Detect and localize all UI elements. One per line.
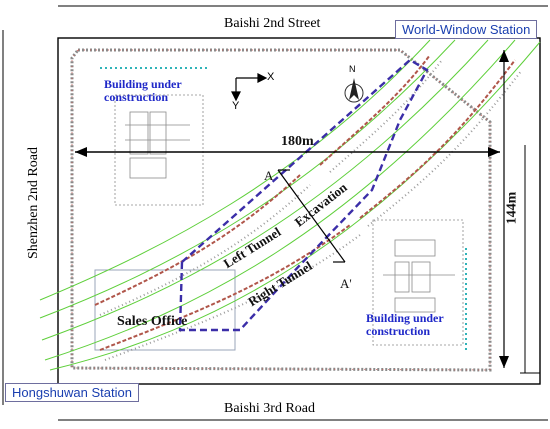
section-line bbox=[277, 169, 346, 263]
upper-left-building-footprint bbox=[114, 94, 204, 206]
section-a-prime-label: A' bbox=[340, 276, 352, 291]
street-left-label: Shenzhen 2nd Road bbox=[26, 147, 41, 259]
north-label: N bbox=[349, 64, 356, 74]
height-dimension-label: 144m bbox=[504, 191, 520, 225]
sales-office-label: Sales Office bbox=[117, 314, 188, 329]
sales-office-outline bbox=[94, 269, 236, 351]
fence-dots bbox=[70, 48, 492, 372]
width-arrow-right bbox=[488, 147, 500, 157]
street-bottom-label: Baishi 3rd Road bbox=[224, 401, 315, 416]
north-arrow-icon bbox=[344, 78, 364, 103]
tunnel-green-lines bbox=[39, 39, 541, 371]
excavation-boundary bbox=[178, 58, 429, 332]
site-boundary bbox=[57, 37, 541, 385]
height-arrow-bottom bbox=[499, 356, 509, 368]
lower-right-building-footprint bbox=[372, 219, 464, 346]
left-tunnel-lines bbox=[94, 54, 443, 316]
y-axis-label: Y bbox=[232, 100, 240, 112]
width-arrow-left bbox=[75, 147, 87, 157]
width-dimension-label: 180m bbox=[281, 134, 314, 149]
x-axis-label: X bbox=[267, 71, 275, 83]
section-a-label: A bbox=[264, 168, 274, 183]
height-arrow-top bbox=[499, 50, 509, 62]
hongshuwan-station-label: Hongshuwan Station bbox=[5, 383, 139, 402]
world-window-station-label: World-Window Station bbox=[395, 20, 538, 39]
street-top-label: Baishi 2nd Street bbox=[224, 16, 321, 31]
building-lower-right-label: Building under construction bbox=[366, 311, 444, 338]
building-upper-left-label: Building under construction bbox=[104, 77, 182, 104]
xy-axes-icon bbox=[231, 73, 268, 102]
